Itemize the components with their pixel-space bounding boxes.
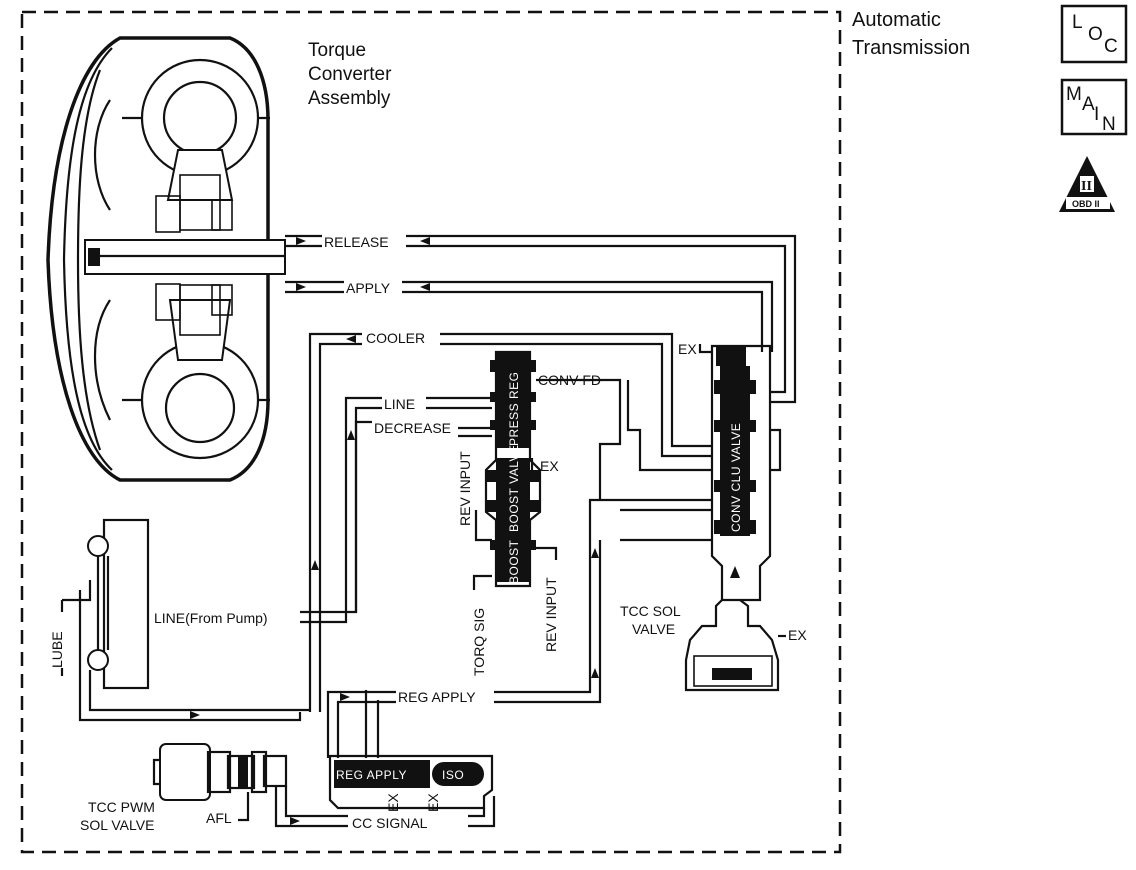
svg-text:BOOST: BOOST xyxy=(507,539,521,584)
rev-input-left-label: REV INPUT xyxy=(457,451,473,526)
svg-text:OBD II: OBD II xyxy=(1072,199,1100,209)
svg-text:C: C xyxy=(1104,36,1118,57)
decrease-label: DECREASE xyxy=(374,420,451,436)
conv-clu-feeds xyxy=(600,498,712,542)
main-badge[interactable]: M A I N xyxy=(1060,78,1128,136)
svg-text:M: M xyxy=(1066,84,1082,105)
torq-sig-label: TORQ SIG xyxy=(471,608,487,676)
svg-text:L: L xyxy=(1072,12,1083,33)
conv-clu-valve[interactable]: CONV CLU VALVE xyxy=(710,344,772,602)
line-from-pump-label: LINE(From Pump) xyxy=(154,610,268,626)
press-reg-ex-label: EX xyxy=(540,458,559,474)
reg-apply-ex-2-label: EX xyxy=(425,793,441,812)
tcc-sol-ex-label: EX xyxy=(788,627,807,643)
rev-input-left xyxy=(474,510,492,542)
apply-label: APPLY xyxy=(346,280,391,296)
conv-fd-label: CONV FD xyxy=(538,372,601,388)
conv-clu-ex-label: EX xyxy=(678,341,697,357)
torq-sig-circuit xyxy=(472,574,492,590)
conv-clu-loop xyxy=(770,428,782,472)
transmission-boundary xyxy=(20,10,842,854)
loc-badge[interactable]: L O C xyxy=(1060,4,1128,64)
cooler-label: COOLER xyxy=(366,330,425,346)
svg-text:PRESS REG: PRESS REG xyxy=(507,371,521,446)
reg-apply-valve[interactable]: REG APPLY ISO xyxy=(328,754,494,810)
torque-converter-label-2: Converter xyxy=(308,64,392,85)
decrease-circuit xyxy=(458,426,492,438)
torque-converter-assembly xyxy=(46,36,286,482)
line-circuit xyxy=(300,396,492,624)
svg-text:I: I xyxy=(1094,104,1099,125)
conv-clu-exhaust xyxy=(698,344,712,354)
svg-text:A: A xyxy=(1082,94,1095,115)
rev-input-right-label: REV INPUT xyxy=(543,577,559,652)
conv-fd-circuit-2 xyxy=(626,380,712,472)
reg-apply-circuit xyxy=(326,498,602,758)
line-label: LINE xyxy=(384,396,415,412)
reg-apply-ex-1-label: EX xyxy=(385,793,401,812)
torque-converter-label-1: Torque xyxy=(308,40,366,61)
tcc-pwm-label-1: TCC PWM xyxy=(88,799,155,815)
svg-text:II: II xyxy=(1081,179,1092,194)
lube-label: LUBE xyxy=(49,631,65,668)
cc-signal-circuit xyxy=(274,786,496,828)
tcc-pwm-sol-valve[interactable] xyxy=(152,743,288,801)
afl-label: AFL xyxy=(206,810,232,826)
cc-signal-label: CC SIGNAL xyxy=(352,815,428,831)
release-label: RELEASE xyxy=(324,234,389,250)
cooler-circuit xyxy=(308,332,712,712)
reg-apply-risers xyxy=(364,690,380,758)
pressure-regulator-valve[interactable]: PRESS REG BOOST VALVE BOOST xyxy=(484,350,542,588)
release-circuit xyxy=(285,234,797,404)
torque-converter-label-3: Assembly xyxy=(308,88,391,109)
afl-circuit xyxy=(238,792,250,822)
svg-text:O: O xyxy=(1088,24,1103,45)
apply-circuit xyxy=(285,280,774,352)
svg-text:BOOST VALVE: BOOST VALVE xyxy=(507,444,521,532)
conv-fd-circuit xyxy=(536,378,622,500)
tcc-pwm-label-2: SOL VALVE xyxy=(80,817,154,833)
rev-input-right xyxy=(534,546,558,560)
svg-text:CONV CLU VALVE: CONV CLU VALVE xyxy=(729,423,743,532)
tcc-sol-valve[interactable] xyxy=(684,599,786,692)
obd-ii-badge[interactable]: II OBD II xyxy=(1059,156,1115,212)
tcc-sol-valve-label-1: TCC SOL xyxy=(620,603,681,619)
cooler-radiator xyxy=(62,518,310,722)
tcc-sol-valve-label-2: VALVE xyxy=(632,621,675,637)
title-line-1: Automatic xyxy=(852,9,941,31)
press-reg-exhaust xyxy=(530,458,536,476)
reg-apply-label: REG APPLY xyxy=(398,689,476,705)
svg-text:N: N xyxy=(1102,114,1116,135)
svg-text:REG APPLY: REG APPLY xyxy=(336,768,407,782)
title-line-2: Transmission xyxy=(852,37,970,59)
svg-text:ISO: ISO xyxy=(442,768,464,782)
